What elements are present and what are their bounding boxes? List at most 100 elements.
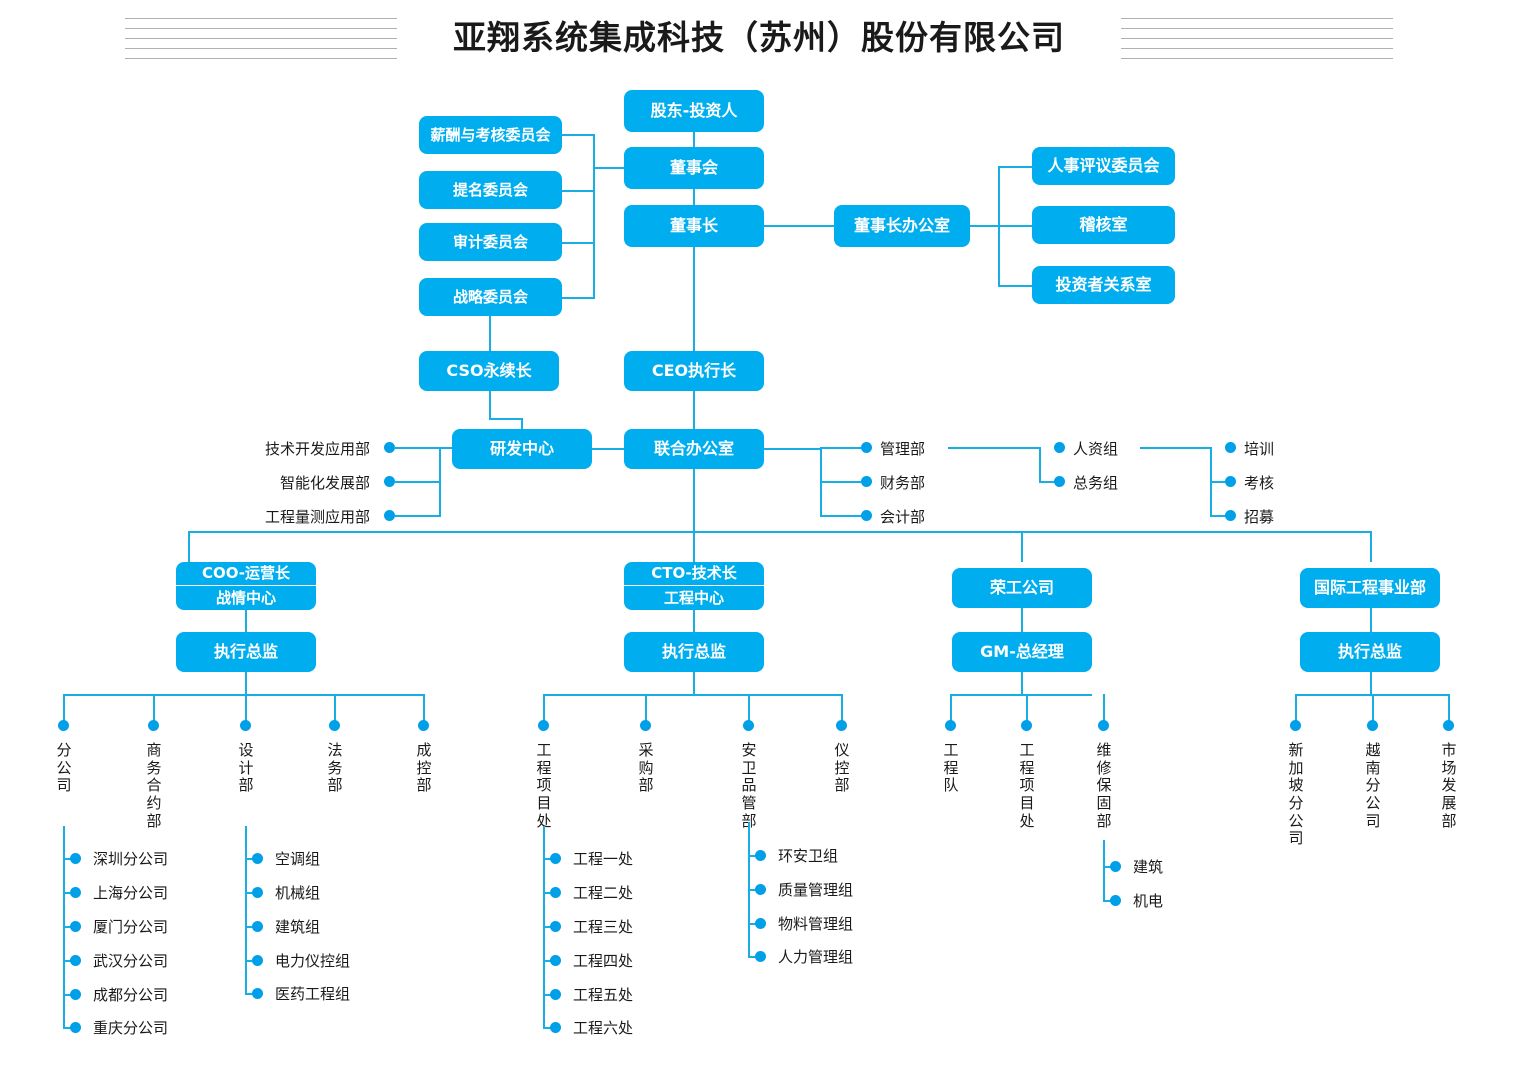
dot-project-office-3[interactable] [550, 955, 561, 966]
connector-cso-down [489, 391, 491, 419]
box-cto-division[interactable]: CTO-技术长 工程中心 [624, 562, 764, 610]
box-rd-center[interactable]: 研发中心 [452, 429, 592, 469]
dot-project-office-0[interactable] [550, 853, 561, 864]
dot-project-office-4[interactable] [550, 989, 561, 1000]
dot-intl-dept-1[interactable] [1367, 720, 1378, 731]
dot-branch-company-3[interactable] [70, 955, 81, 966]
box-nomination-committee[interactable]: 提名委员会 [419, 171, 562, 209]
dot-design-group-4[interactable] [252, 988, 263, 999]
connector-hr-function-1 [1210, 481, 1226, 483]
box-cso[interactable]: CSO永续长 [419, 351, 559, 391]
label-hr-function-2: 招募 [1244, 508, 1275, 526]
dot-cto-dept-1[interactable] [640, 720, 651, 731]
dot-cto-dept-2[interactable] [743, 720, 754, 731]
dot-hr-function-0[interactable] [1225, 442, 1236, 453]
dot-safety-group-3[interactable] [755, 951, 766, 962]
connector-joint-dept-1 [820, 481, 862, 483]
dot-branch-company-0[interactable] [70, 853, 81, 864]
box-strategy-committee[interactable]: 战略委员会 [419, 278, 562, 316]
box-shareholder[interactable]: 股东-投资人 [624, 90, 764, 132]
box-investor-relations-room[interactable]: 投资者关系室 [1032, 266, 1175, 304]
box-audit-committee[interactable]: 审计委员会 [419, 223, 562, 261]
dot-rd-dept-0[interactable] [384, 442, 395, 453]
box-cto-director[interactable]: 执行总监 [624, 632, 764, 672]
dot-coo-dept-3[interactable] [329, 720, 340, 731]
dot-coo-dept-1[interactable] [148, 720, 159, 731]
connector-strategy-to-cso [489, 316, 491, 352]
cto-dept-stem-3 [841, 694, 843, 722]
connector-joint-office-right [764, 448, 822, 450]
intl-dept-stem-0 [1295, 694, 1297, 722]
rongong-dept-stem-2 [1103, 694, 1105, 722]
box-board[interactable]: 董事会 [624, 147, 764, 189]
dot-joint-dept-2[interactable] [861, 510, 872, 521]
box-chairman[interactable]: 董事长 [624, 205, 764, 247]
dot-coo-dept-2[interactable] [240, 720, 251, 731]
connector-bus-ir-room [998, 285, 1032, 287]
dot-joint-dept-0[interactable] [861, 442, 872, 453]
admin-group-bus [1039, 447, 1041, 481]
dot-cto-dept-0[interactable] [538, 720, 549, 731]
box-rongong-gm[interactable]: GM-总经理 [952, 632, 1092, 672]
connector-branch-1 [63, 892, 73, 894]
box-international-division[interactable]: 国际工程事业部 [1300, 568, 1440, 608]
box-coo-division[interactable]: COO-运营长 战情中心 [176, 562, 316, 610]
box-coo-director[interactable]: 执行总监 [176, 632, 316, 672]
dot-branch-company-4[interactable] [70, 989, 81, 1000]
dot-safety-group-1[interactable] [755, 884, 766, 895]
cto-dept-stem-2 [748, 694, 750, 722]
box-ceo[interactable]: CEO执行长 [624, 351, 764, 391]
dot-rongong-dept-0[interactable] [945, 720, 956, 731]
connector-committee-bus-to-board [593, 167, 624, 169]
dot-cto-dept-3[interactable] [836, 720, 847, 731]
dot-coo-dept-0[interactable] [58, 720, 69, 731]
dot-project-office-2[interactable] [550, 921, 561, 932]
box-chairman-office[interactable]: 董事长办公室 [834, 205, 970, 247]
connector-project-3 [543, 960, 553, 962]
dot-maintenance-group-1[interactable] [1110, 895, 1121, 906]
dot-project-office-1[interactable] [550, 887, 561, 898]
dot-design-group-0[interactable] [252, 853, 263, 864]
box-hr-review-committee[interactable]: 人事评议委员会 [1032, 147, 1175, 185]
dot-hr-function-2[interactable] [1225, 510, 1236, 521]
label-design-group-3: 电力仪控组 [275, 952, 351, 970]
box-joint-office[interactable]: 联合办公室 [624, 429, 764, 469]
dot-coo-dept-4[interactable] [418, 720, 429, 731]
dot-design-group-1[interactable] [252, 887, 263, 898]
dot-design-group-3[interactable] [252, 955, 263, 966]
connector-bus-to-coo [188, 531, 190, 562]
page-title: 亚翔系统集成科技（苏州）股份有限公司 [453, 18, 1065, 57]
box-intl-director[interactable]: 执行总监 [1300, 632, 1440, 672]
dot-admin-group-0[interactable] [1054, 442, 1065, 453]
dot-hr-function-1[interactable] [1225, 476, 1236, 487]
connector-chairman-ceo [693, 247, 695, 352]
connector-rd-dept-1 [394, 481, 441, 483]
dot-rd-dept-2[interactable] [384, 510, 395, 521]
label-project-office-4: 工程五处 [573, 986, 634, 1004]
dot-maintenance-group-0[interactable] [1110, 861, 1121, 872]
label-maintenance-group-0: 建筑 [1133, 858, 1164, 876]
dot-project-office-5[interactable] [550, 1022, 561, 1033]
dot-safety-group-0[interactable] [755, 850, 766, 861]
dot-rongong-dept-2[interactable] [1098, 720, 1109, 731]
box-compensation-committee[interactable]: 薪酬与考核委员会 [419, 116, 562, 154]
dot-safety-group-2[interactable] [755, 918, 766, 929]
label-joint-dept-2: 会计部 [880, 508, 926, 526]
design-group-bus [245, 826, 247, 994]
maintenance-group-bus [1103, 840, 1105, 902]
label-rd-dept-0: 技术开发应用部 [264, 440, 370, 458]
dot-rongong-dept-1[interactable] [1021, 720, 1032, 731]
dot-intl-dept-0[interactable] [1290, 720, 1301, 731]
dot-admin-group-1[interactable] [1054, 476, 1065, 487]
connector-strategy-committee-bus [562, 297, 595, 299]
dot-design-group-2[interactable] [252, 921, 263, 932]
dot-branch-company-2[interactable] [70, 921, 81, 932]
dot-rd-dept-1[interactable] [384, 476, 395, 487]
dot-branch-company-5[interactable] [70, 1022, 81, 1033]
box-rongong-company[interactable]: 荣工公司 [952, 568, 1092, 608]
dot-joint-dept-1[interactable] [861, 476, 872, 487]
label-branch-company-5: 重庆分公司 [93, 1019, 169, 1037]
box-audit-room[interactable]: 稽核室 [1032, 206, 1175, 244]
dot-branch-company-1[interactable] [70, 887, 81, 898]
dot-intl-dept-2[interactable] [1443, 720, 1454, 731]
